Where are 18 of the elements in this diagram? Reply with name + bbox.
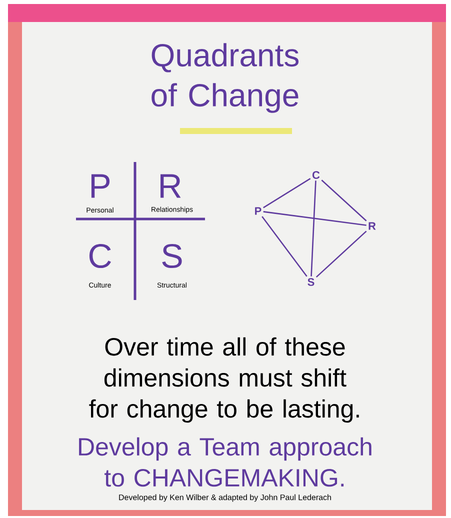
title: Quadrants of Change [152, 43, 299, 113]
quadrant-letter: S [162, 244, 182, 268]
vertex-label: P [255, 207, 262, 215]
vertex-label: C [312, 171, 320, 179]
quadrant-letter: C [89, 244, 111, 268]
quadrant-letter: P [91, 174, 110, 198]
line [310, 180, 316, 276]
call-to-action: Develop a Team approach to CHANGEMAKING. [79, 437, 372, 487]
line [263, 178, 311, 208]
statement-text: Over time all of these dimensions must shift for change to be lasting. [89, 337, 359, 423]
line [262, 216, 308, 277]
line [316, 230, 367, 278]
credit-line: Developed by Ken Wilber & adapted by John Paul Lederach [119, 494, 331, 502]
line [263, 211, 366, 226]
vertex-label: R [368, 222, 376, 230]
quadrant-letter: R [160, 174, 181, 198]
line [321, 180, 367, 222]
vertex-label: S [308, 278, 314, 286]
